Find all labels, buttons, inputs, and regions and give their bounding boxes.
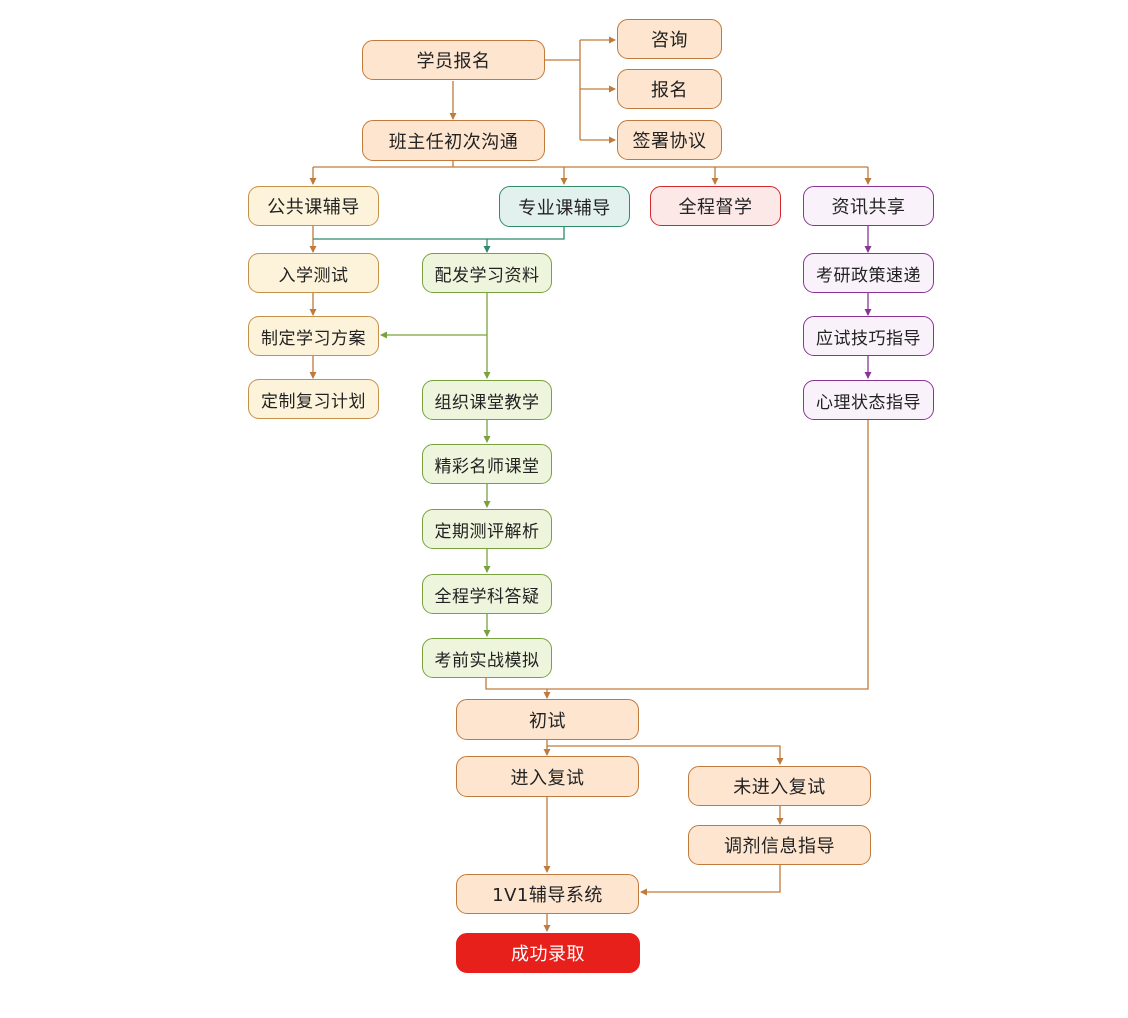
consult-box: 咨询 bbox=[617, 19, 722, 59]
info-share-box: 资讯共享 bbox=[803, 186, 934, 226]
entrance-test-box: 入学测试 bbox=[248, 253, 379, 293]
materials-box: 配发学习资料 bbox=[422, 253, 552, 293]
arrow-teacher-branch bbox=[313, 161, 868, 168]
class-teacher-box: 班主任初次沟通 bbox=[362, 120, 545, 161]
arrow-first-branch bbox=[546, 740, 784, 765]
mental-guide-box: 心理状态指导 bbox=[803, 380, 934, 420]
arrow-mock-to-first bbox=[485, 420, 869, 698]
make-plan-box: 制定学习方案 bbox=[248, 316, 379, 356]
arrow-adjust-to-tutoring bbox=[640, 865, 781, 896]
qa-box: 全程学科答疑 bbox=[422, 574, 552, 614]
enroll-box: 学员报名 bbox=[362, 40, 545, 80]
classroom-box: 组织课堂教学 bbox=[422, 380, 552, 420]
mock-exam-box: 考前实战模拟 bbox=[422, 638, 552, 678]
tutoring-box: 1V1辅导系统 bbox=[456, 874, 639, 914]
supervision-box: 全程督学 bbox=[650, 186, 781, 226]
policy-news-box: 考研政策速递 bbox=[803, 253, 934, 293]
public-course-box: 公共课辅导 bbox=[248, 186, 379, 226]
major-course-box: 专业课辅导 bbox=[499, 186, 630, 227]
register-box: 报名 bbox=[617, 69, 722, 109]
first-exam-box: 初试 bbox=[456, 699, 639, 740]
periodic-test-box: 定期测评解析 bbox=[422, 509, 552, 549]
arrow-major-split bbox=[313, 227, 565, 240]
admitted-box: 成功录取 bbox=[456, 933, 640, 973]
famous-teacher-box: 精彩名师课堂 bbox=[422, 444, 552, 484]
retest-box: 进入复试 bbox=[456, 756, 639, 797]
adjust-guide-box: 调剂信息指导 bbox=[688, 825, 871, 865]
exam-skills-box: 应试技巧指导 bbox=[803, 316, 934, 356]
no-retest-box: 未进入复试 bbox=[688, 766, 871, 806]
arrow-to-consult bbox=[579, 40, 615, 140]
custom-review-box: 定制复习计划 bbox=[248, 379, 379, 419]
sign-agreement-box: 签署协议 bbox=[617, 120, 722, 160]
